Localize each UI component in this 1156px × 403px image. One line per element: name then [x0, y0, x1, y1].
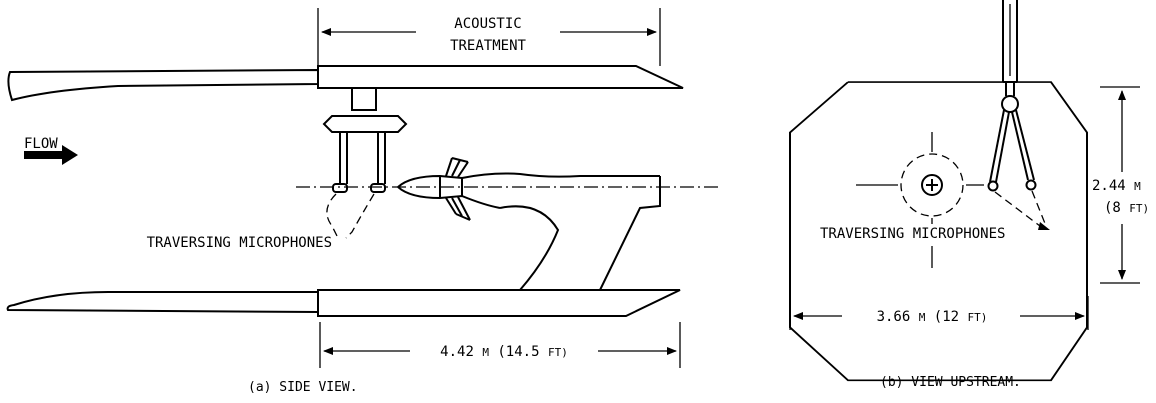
- blade-lower-tips: [455, 213, 471, 221]
- blade-upper-1: [445, 157, 453, 177]
- blade-upper-3: [457, 161, 469, 178]
- flow-label: FLOW: [24, 136, 58, 152]
- side-view-caption: (a) SIDE VIEW.: [248, 380, 358, 395]
- model-dashed-circle: [900, 153, 964, 217]
- width-label: 3.66 M (12 FT): [877, 309, 988, 325]
- lower-wall-acoustic: [317, 289, 681, 317]
- blade-lower-1: [445, 197, 457, 215]
- mic-right-icon: [370, 183, 386, 193]
- mic-left-leader: [326, 193, 339, 239]
- side-microphones-label: TRAVERSING MICROPHONES: [147, 235, 332, 251]
- acoustic-label-line2: TREATMENT: [450, 38, 526, 54]
- upstream-view-caption: (b) VIEW UPSTREAM.: [880, 375, 1021, 390]
- upstream-mic-leader-right: [1031, 190, 1047, 227]
- blade-upper-2: [451, 159, 461, 177]
- acoustic-label-line1: ACOUSTIC: [454, 16, 521, 32]
- upstream-microphones-label: TRAVERSING MICROPHONES: [820, 226, 1005, 242]
- lower-wall-inlet: [6, 291, 319, 314]
- upstream-mic-right-icon: [1025, 179, 1037, 191]
- upstream-view-shapes: TRAVERSING MICROPHONES 2.44 M (8 FT) 3.6…: [789, 0, 1149, 390]
- flow-arrow-icon: [24, 145, 78, 165]
- upstream-leader-arrow-icon: [1038, 222, 1050, 230]
- height-imperial-label: (8 FT): [1104, 200, 1149, 216]
- blade-upper-tips: [451, 157, 469, 163]
- upstream-mic-left-icon: [987, 180, 999, 192]
- octagon-test-section: [789, 81, 1088, 382]
- mic-right-leader: [345, 193, 375, 239]
- height-metric-label: 2.44 M: [1092, 178, 1141, 194]
- model-lower-contour: [397, 186, 501, 209]
- blade-lower-3: [457, 196, 471, 221]
- mic-arm-left-b: [995, 111, 1010, 183]
- upstream-mic-leader-left: [994, 191, 1041, 227]
- support-front-edge: [499, 205, 560, 291]
- side-length-label: 4.42 M (14.5 FT): [440, 344, 568, 360]
- mic-arm-right-a: [1011, 111, 1029, 181]
- upstream-strut-neck: [1005, 82, 1015, 96]
- blade-lower-2: [451, 197, 463, 217]
- upper-wall-acoustic: [317, 65, 684, 89]
- upper-wall-inlet: [7, 68, 319, 102]
- mic-left-icon: [332, 183, 348, 193]
- model-hub-icon: [921, 174, 943, 196]
- support-rear-edge: [599, 176, 661, 291]
- traverse-strut: [351, 87, 377, 111]
- mic-arm-right-b: [1015, 109, 1035, 181]
- traverse-carriage: [322, 115, 408, 133]
- model-upper-contour: [397, 172, 660, 188]
- side-view: ACOUSTIC TREATMENT FLOW TRAVERSING MICRO…: [6, 8, 722, 395]
- mic-arm-left-a: [989, 109, 1005, 183]
- traverse-pivot-icon: [1001, 95, 1019, 113]
